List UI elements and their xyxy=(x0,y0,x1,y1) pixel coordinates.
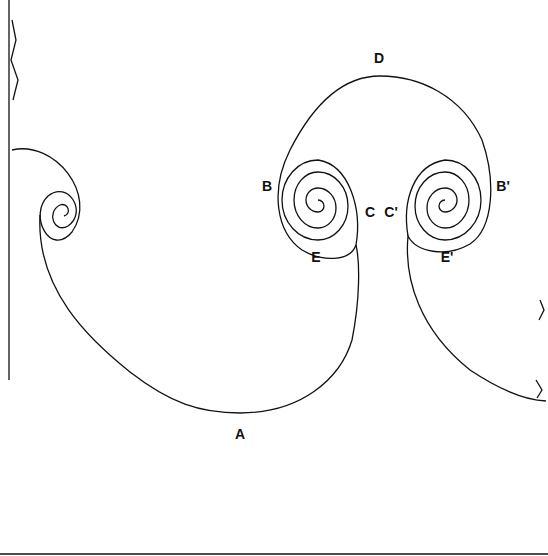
left-spiral xyxy=(12,149,80,240)
point-label: E xyxy=(311,250,320,264)
interface-curve xyxy=(40,215,359,413)
point-label: C' xyxy=(384,205,397,219)
point-label: E' xyxy=(441,250,454,264)
frame-line xyxy=(8,0,9,380)
point-label: A xyxy=(235,427,245,441)
point-label: B xyxy=(262,179,272,193)
ragged-edge xyxy=(536,300,544,398)
point-label: B' xyxy=(496,179,509,193)
point-label: C xyxy=(365,205,375,219)
ragged-edge xyxy=(11,20,18,100)
left-vortex xyxy=(282,160,357,245)
mushroom-curve xyxy=(278,76,546,401)
point-label: D xyxy=(374,51,384,65)
right-vortex xyxy=(407,160,481,240)
frame-line xyxy=(0,553,548,554)
